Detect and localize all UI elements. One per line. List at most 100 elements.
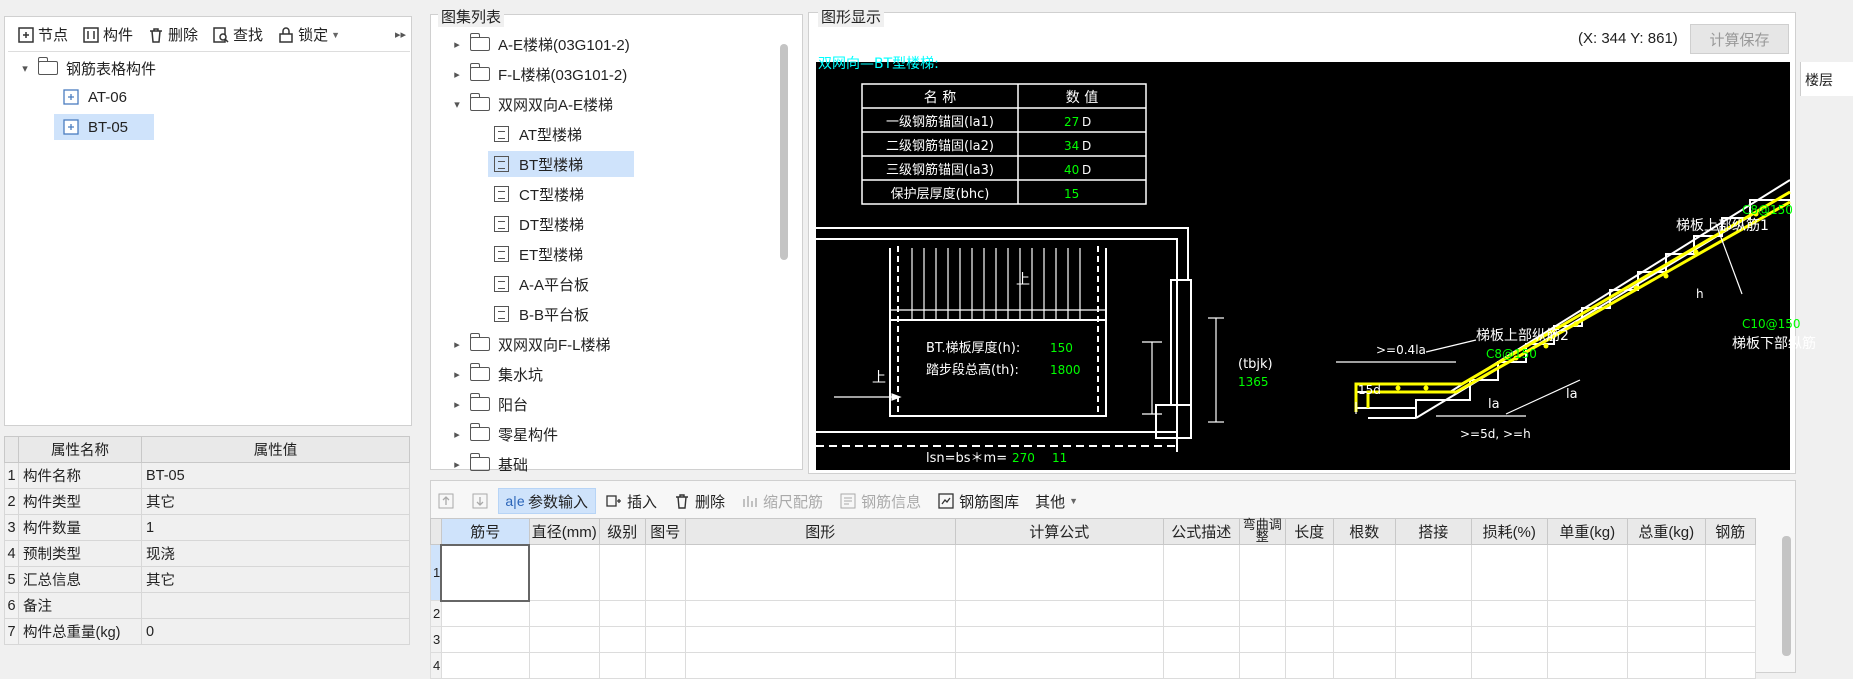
cad-title: 双网向—BT型楼梯: — [818, 56, 939, 72]
atlas-folder[interactable]: ▸F-L楼梯(03G101-2) — [450, 61, 627, 87]
ann-c8-150-top: C8@150 — [1742, 203, 1793, 217]
atlas-folder[interactable]: ▸集水坑 — [450, 361, 543, 387]
atlas-item[interactable]: AT型楼梯 — [494, 121, 582, 147]
chevron-down-icon[interactable]: ▾ — [22, 62, 28, 75]
tree-root[interactable]: ▾ 钢筋表格构件 — [18, 55, 156, 81]
node-button[interactable]: 节点 — [12, 22, 73, 48]
ann-c8-150-mid: C8@150 — [1486, 347, 1537, 361]
ann-la1: la — [1488, 397, 1500, 412]
rebar-info-button[interactable]: 钢筋信息 — [832, 488, 928, 514]
grid-header[interactable]: 弯曲调整 — [1238, 518, 1286, 545]
chevron-right-icon[interactable]: ▸ — [454, 338, 460, 351]
prop-corner — [4, 436, 19, 463]
grid-header[interactable]: 图形 — [684, 518, 956, 545]
cad-canvas[interactable]: 双网向—BT型楼梯: 名 称 数 值 一级钢筋锚固(la1) 27 D 二级钢筋… — [816, 56, 1816, 470]
other-dropdown[interactable]: 其他▼ — [1035, 493, 1079, 511]
delete-button[interactable]: 删除 — [666, 488, 732, 514]
grid-header[interactable]: 公式描述 — [1162, 518, 1240, 545]
ann-5d: >=5d, >=h — [1460, 427, 1531, 441]
grid-header[interactable]: 根数 — [1332, 518, 1396, 545]
ann-15d: 15d — [1358, 383, 1381, 397]
grid-header[interactable]: 级别 — [598, 518, 646, 545]
param-input-icon: a|e — [505, 493, 525, 509]
section-rebar — [1354, 190, 1791, 412]
grid-scrollbar[interactable] — [1782, 536, 1791, 656]
atlas-scrollbar[interactable] — [780, 44, 788, 260]
left-toolbar: 节点 构件 删除 查找 锁定 ▼ ▸▸ — [8, 18, 410, 52]
plan-up-label: 上 — [1016, 272, 1030, 288]
grid-header[interactable]: 长度 — [1284, 518, 1334, 545]
graphic-title: 图形显示 — [818, 6, 885, 27]
atlas-item[interactable]: DT型楼梯 — [494, 211, 584, 237]
prop-header-name: 属性名称 — [18, 436, 142, 463]
atlas-item[interactable]: ET型楼梯 — [494, 241, 583, 267]
param-name: 二级钢筋锚固(la2) — [886, 138, 994, 154]
atlas-item[interactable]: CT型楼梯 — [494, 181, 584, 207]
document-icon — [494, 246, 509, 262]
lock-button[interactable]: 锁定 ▼ — [272, 22, 345, 48]
grid-header[interactable]: 钢筋 — [1704, 518, 1756, 545]
chevron-right-icon[interactable]: ▸ — [454, 428, 460, 441]
atlas-item[interactable]: A-A平台板 — [494, 271, 589, 297]
move-up-button[interactable] — [430, 488, 462, 514]
expand-toolbar-icon[interactable]: ▸▸ — [394, 29, 406, 41]
atlas-item[interactable]: B-B平台板 — [494, 301, 589, 327]
atlas-folder[interactable]: ▸双网双向F-L楼梯 — [450, 331, 611, 357]
param-table — [861, 83, 1147, 205]
chevron-right-icon[interactable]: ▸ — [454, 38, 460, 51]
floor-tab[interactable]: 楼层 — [1800, 62, 1853, 96]
atlas-folder[interactable]: ▸阳台 — [450, 391, 528, 417]
atlas-item-selected[interactable]: BT型楼梯 — [488, 151, 634, 177]
chevron-right-icon[interactable]: ▸ — [454, 458, 460, 471]
plan-stair-lines — [834, 248, 1162, 415]
scale-rebar-icon — [741, 492, 759, 510]
lsn-mult: 11 — [1052, 451, 1067, 465]
folder-icon — [470, 33, 490, 51]
grid-header[interactable]: 总重(kg) — [1626, 518, 1706, 545]
lock-icon — [277, 26, 295, 44]
grid-header[interactable]: 单重(kg) — [1546, 518, 1628, 545]
delete-icon — [673, 492, 691, 510]
atlas-clip: ▸基础 — [450, 451, 780, 474]
tree-item-bt-05[interactable]: BT-05 — [54, 114, 154, 140]
rebar-info-icon — [839, 492, 857, 510]
section-stairs — [1355, 179, 1791, 419]
ann-h: h — [1696, 287, 1704, 301]
param-header-value: 数 值 — [1066, 90, 1098, 106]
chevron-right-icon[interactable]: ▸ — [454, 68, 460, 81]
grid-header[interactable]: 图号 — [644, 518, 686, 545]
grid-header[interactable]: 搭接 — [1394, 518, 1472, 545]
chevron-right-icon[interactable]: ▸ — [454, 398, 460, 411]
param-unit: D — [1082, 163, 1091, 177]
folder-icon — [470, 453, 490, 471]
grid-header[interactable]: 直径(mm) — [528, 518, 600, 545]
document-icon — [494, 126, 509, 142]
move-down-icon — [471, 492, 489, 510]
chevron-down-icon[interactable]: ▾ — [454, 98, 460, 111]
tree-item-at-06[interactable]: AT-06 — [56, 84, 133, 110]
atlas-folder[interactable]: ▸A-E楼梯(03G101-2) — [450, 31, 630, 57]
grid-header[interactable]: 计算公式 — [954, 518, 1164, 545]
calc-save-button[interactable]: 计算保存 — [1690, 24, 1789, 54]
chevron-right-icon[interactable]: ▸ — [454, 368, 460, 381]
move-down-button[interactable] — [464, 488, 496, 514]
delete-node-button[interactable]: 删除 — [142, 22, 203, 48]
atlas-folder[interactable]: ▸零星构件 — [450, 421, 558, 447]
grid-header[interactable]: 损耗(%) — [1470, 518, 1548, 545]
rebar-library-button[interactable]: 钢筋图库 — [930, 488, 1026, 514]
grid-cell[interactable] — [440, 543, 531, 602]
atlas-folder[interactable]: ▸基础 — [450, 451, 528, 477]
component-button[interactable]: 构件 — [77, 22, 138, 48]
grid-header[interactable]: 筋号 — [440, 518, 530, 545]
folder-icon — [470, 63, 490, 81]
insert-button[interactable]: 插入 — [598, 488, 664, 514]
find-button[interactable]: 查找 — [207, 22, 268, 48]
param-value: 40 — [1064, 163, 1079, 177]
atlas-folder-open[interactable]: ▾双网双向A-E楼梯 — [450, 91, 613, 117]
scale-rebar-button[interactable]: 缩尺配筋 — [734, 488, 830, 514]
